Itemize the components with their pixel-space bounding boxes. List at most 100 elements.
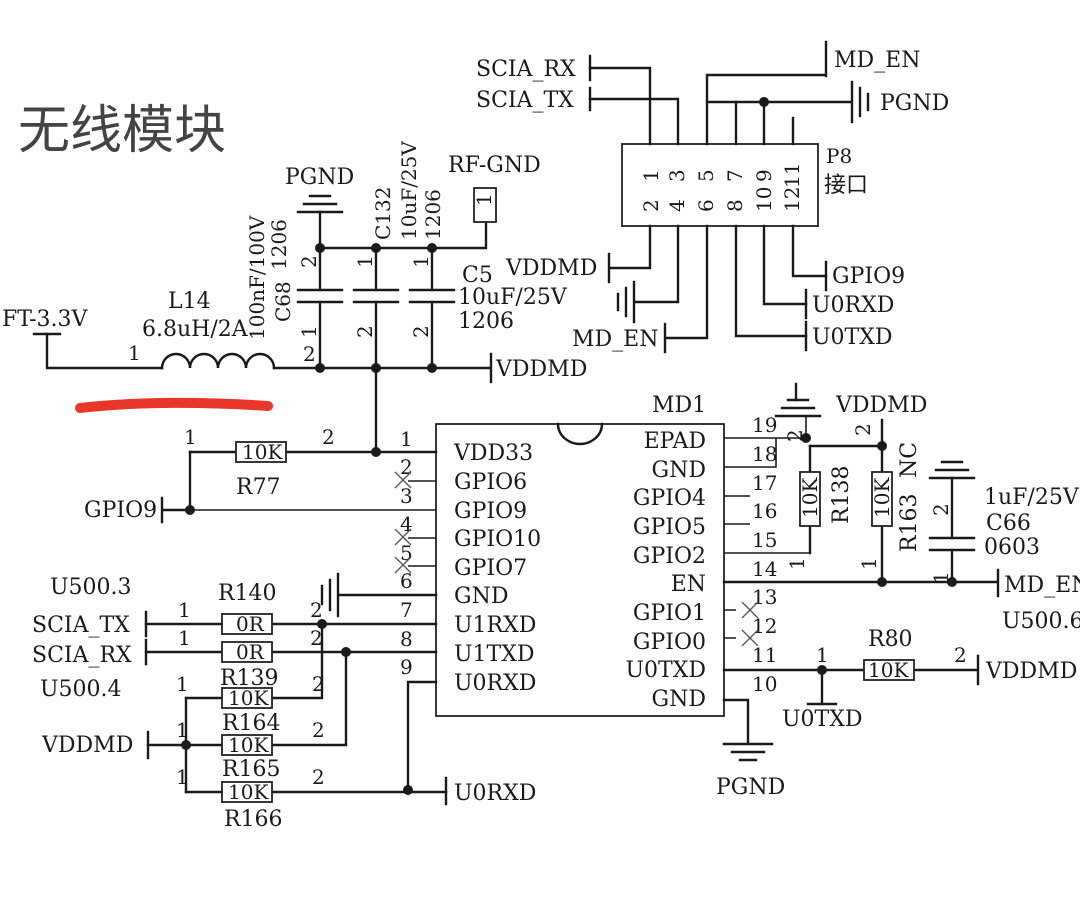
- svg-text:7: 7: [400, 598, 413, 622]
- svg-text:1: 1: [184, 425, 197, 449]
- svg-text:1: 1: [472, 193, 496, 206]
- svg-text:1: 1: [816, 643, 829, 667]
- svg-text:8: 8: [400, 627, 413, 651]
- svg-text:2: 2: [639, 199, 663, 212]
- svg-text:12: 12: [780, 187, 804, 212]
- net-u0rxd-bottom: U0RXD: [454, 781, 536, 806]
- svg-text:2: 2: [954, 643, 967, 667]
- net-vddmd-top-right: VDDMD: [835, 393, 927, 418]
- svg-text:1: 1: [297, 325, 321, 338]
- p8-ref: P8: [826, 144, 852, 168]
- c68-ref: C68: [271, 281, 295, 322]
- r164-ref: R164: [222, 711, 281, 736]
- net-vddmd-p8: VDDMD: [505, 256, 597, 281]
- r77-value: 10K: [242, 440, 283, 464]
- svg-text:1: 1: [176, 672, 189, 696]
- svg-text:GPIO10: GPIO10: [454, 527, 541, 552]
- md1-ref: MD1: [652, 393, 706, 418]
- uart-resistors: U500.3 SCIA_TX SCIA_RX U500.4 0R R140 1 …: [32, 575, 536, 832]
- svg-text:EPAD: EPAD: [644, 429, 706, 454]
- svg-text:GPIO1: GPIO1: [633, 601, 706, 626]
- svg-text:2: 2: [851, 423, 875, 436]
- chip-md1: MD1 VDD33 GPIO6 GPIO9 GPIO10 GPIO7 GND U…: [400, 393, 777, 717]
- r80-ref: R80: [868, 627, 913, 652]
- svg-text:1: 1: [785, 557, 809, 570]
- svg-text:2: 2: [322, 425, 335, 449]
- r164-value: 10K: [228, 686, 269, 710]
- net-scia-rx-p8: SCIA_RX: [476, 57, 576, 82]
- net-vddmd-r80: VDDMD: [985, 659, 1077, 684]
- net-scia-rx-left: SCIA_RX: [32, 643, 132, 668]
- svg-text:6: 6: [400, 569, 413, 593]
- svg-text:GPIO4: GPIO4: [633, 486, 706, 511]
- red-highlight-mark: [75, 397, 273, 413]
- svg-text:2: 2: [400, 455, 413, 479]
- net-pgnd-bottom: PGND: [716, 775, 785, 800]
- page-title: 无线模块: [18, 101, 226, 161]
- svg-text:2: 2: [312, 718, 325, 742]
- svg-text:10: 10: [752, 187, 776, 212]
- svg-text:3: 3: [665, 169, 689, 182]
- svg-text:2: 2: [310, 626, 323, 650]
- c66-ref: C66: [986, 511, 1031, 536]
- svg-text:GPIO0: GPIO0: [633, 630, 706, 655]
- svg-text:18: 18: [752, 442, 777, 466]
- r77-ref: R77: [236, 475, 281, 500]
- svg-text:1: 1: [353, 255, 377, 268]
- c132-value: 10uF/25V: [397, 141, 421, 240]
- md1-left-wiring: [144, 366, 438, 792]
- r138-value: 10K: [798, 477, 822, 518]
- svg-text:1: 1: [929, 571, 953, 584]
- svg-text:7: 7: [723, 169, 747, 182]
- svg-text:1: 1: [409, 255, 433, 268]
- svg-text:U1TXD: U1TXD: [454, 642, 535, 667]
- svg-text:12: 12: [752, 614, 777, 638]
- svg-text:GND: GND: [652, 687, 706, 712]
- md1-right-wiring: 2 MD_EN U500.6 U0TXD 10K R80 1 2 VDDMD P…: [716, 382, 1080, 800]
- svg-text:10: 10: [752, 672, 777, 696]
- svg-text:GPIO2: GPIO2: [633, 544, 706, 569]
- svg-text:U0RXD: U0RXD: [454, 671, 536, 696]
- svg-text:15: 15: [752, 528, 777, 552]
- svg-text:3: 3: [400, 484, 413, 508]
- svg-text:2: 2: [783, 429, 807, 442]
- p8-top-wiring: SCIA_RX SCIA_TX MD_EN PGND: [476, 40, 949, 146]
- svg-text:2: 2: [312, 672, 325, 696]
- r166-ref: R166: [224, 807, 283, 832]
- net-u0rxd-p8: U0RXD: [812, 293, 894, 318]
- power-input-section: FT-3.3V 1 L14 6.8uH/2A 2 VDDMD PGND 1 RF…: [2, 141, 587, 384]
- svg-text:1: 1: [176, 765, 189, 789]
- net-u0txd-right: U0TXD: [782, 707, 863, 732]
- svg-text:GND: GND: [454, 584, 508, 609]
- svg-text:GND: GND: [652, 458, 706, 483]
- net-scia-tx-left: SCIA_TX: [32, 613, 130, 638]
- svg-text:2: 2: [303, 342, 316, 366]
- svg-text:16: 16: [752, 499, 777, 523]
- net-u0txd-p8: U0TXD: [812, 325, 893, 350]
- r163-note: NC: [897, 442, 922, 478]
- svg-text:U1RXD: U1RXD: [454, 613, 536, 638]
- svg-text:5: 5: [694, 169, 718, 182]
- svg-text:17: 17: [752, 471, 777, 495]
- svg-text:4: 4: [665, 199, 689, 212]
- svg-text:GPIO6: GPIO6: [454, 470, 527, 495]
- net-pgnd-caps: PGND: [285, 165, 354, 190]
- r77-group: 10K 1 2 R77 GPIO9: [84, 425, 378, 524]
- svg-text:1: 1: [400, 427, 413, 451]
- l14-value: 6.8uH/2A: [142, 317, 249, 342]
- net-gpio9-p8: GPIO9: [832, 264, 905, 289]
- svg-text:11: 11: [780, 163, 804, 188]
- c66-value: 1uF/25V: [984, 485, 1080, 510]
- svg-text:9: 9: [400, 655, 413, 679]
- svg-text:11: 11: [752, 643, 777, 667]
- net-u500-4: U500.4: [40, 677, 122, 702]
- svg-text:4: 4: [400, 512, 413, 536]
- net-md-en-right: MD_EN: [1004, 573, 1080, 598]
- svg-text:2: 2: [312, 765, 325, 789]
- svg-text:14: 14: [752, 557, 777, 581]
- r165-value: 10K: [228, 733, 269, 757]
- connector-p8: P8 接口 1 3 5 7 9 11 2 4 6 8 10 12: [621, 143, 868, 227]
- svg-text:1: 1: [128, 341, 141, 365]
- svg-text:9: 9: [752, 169, 776, 182]
